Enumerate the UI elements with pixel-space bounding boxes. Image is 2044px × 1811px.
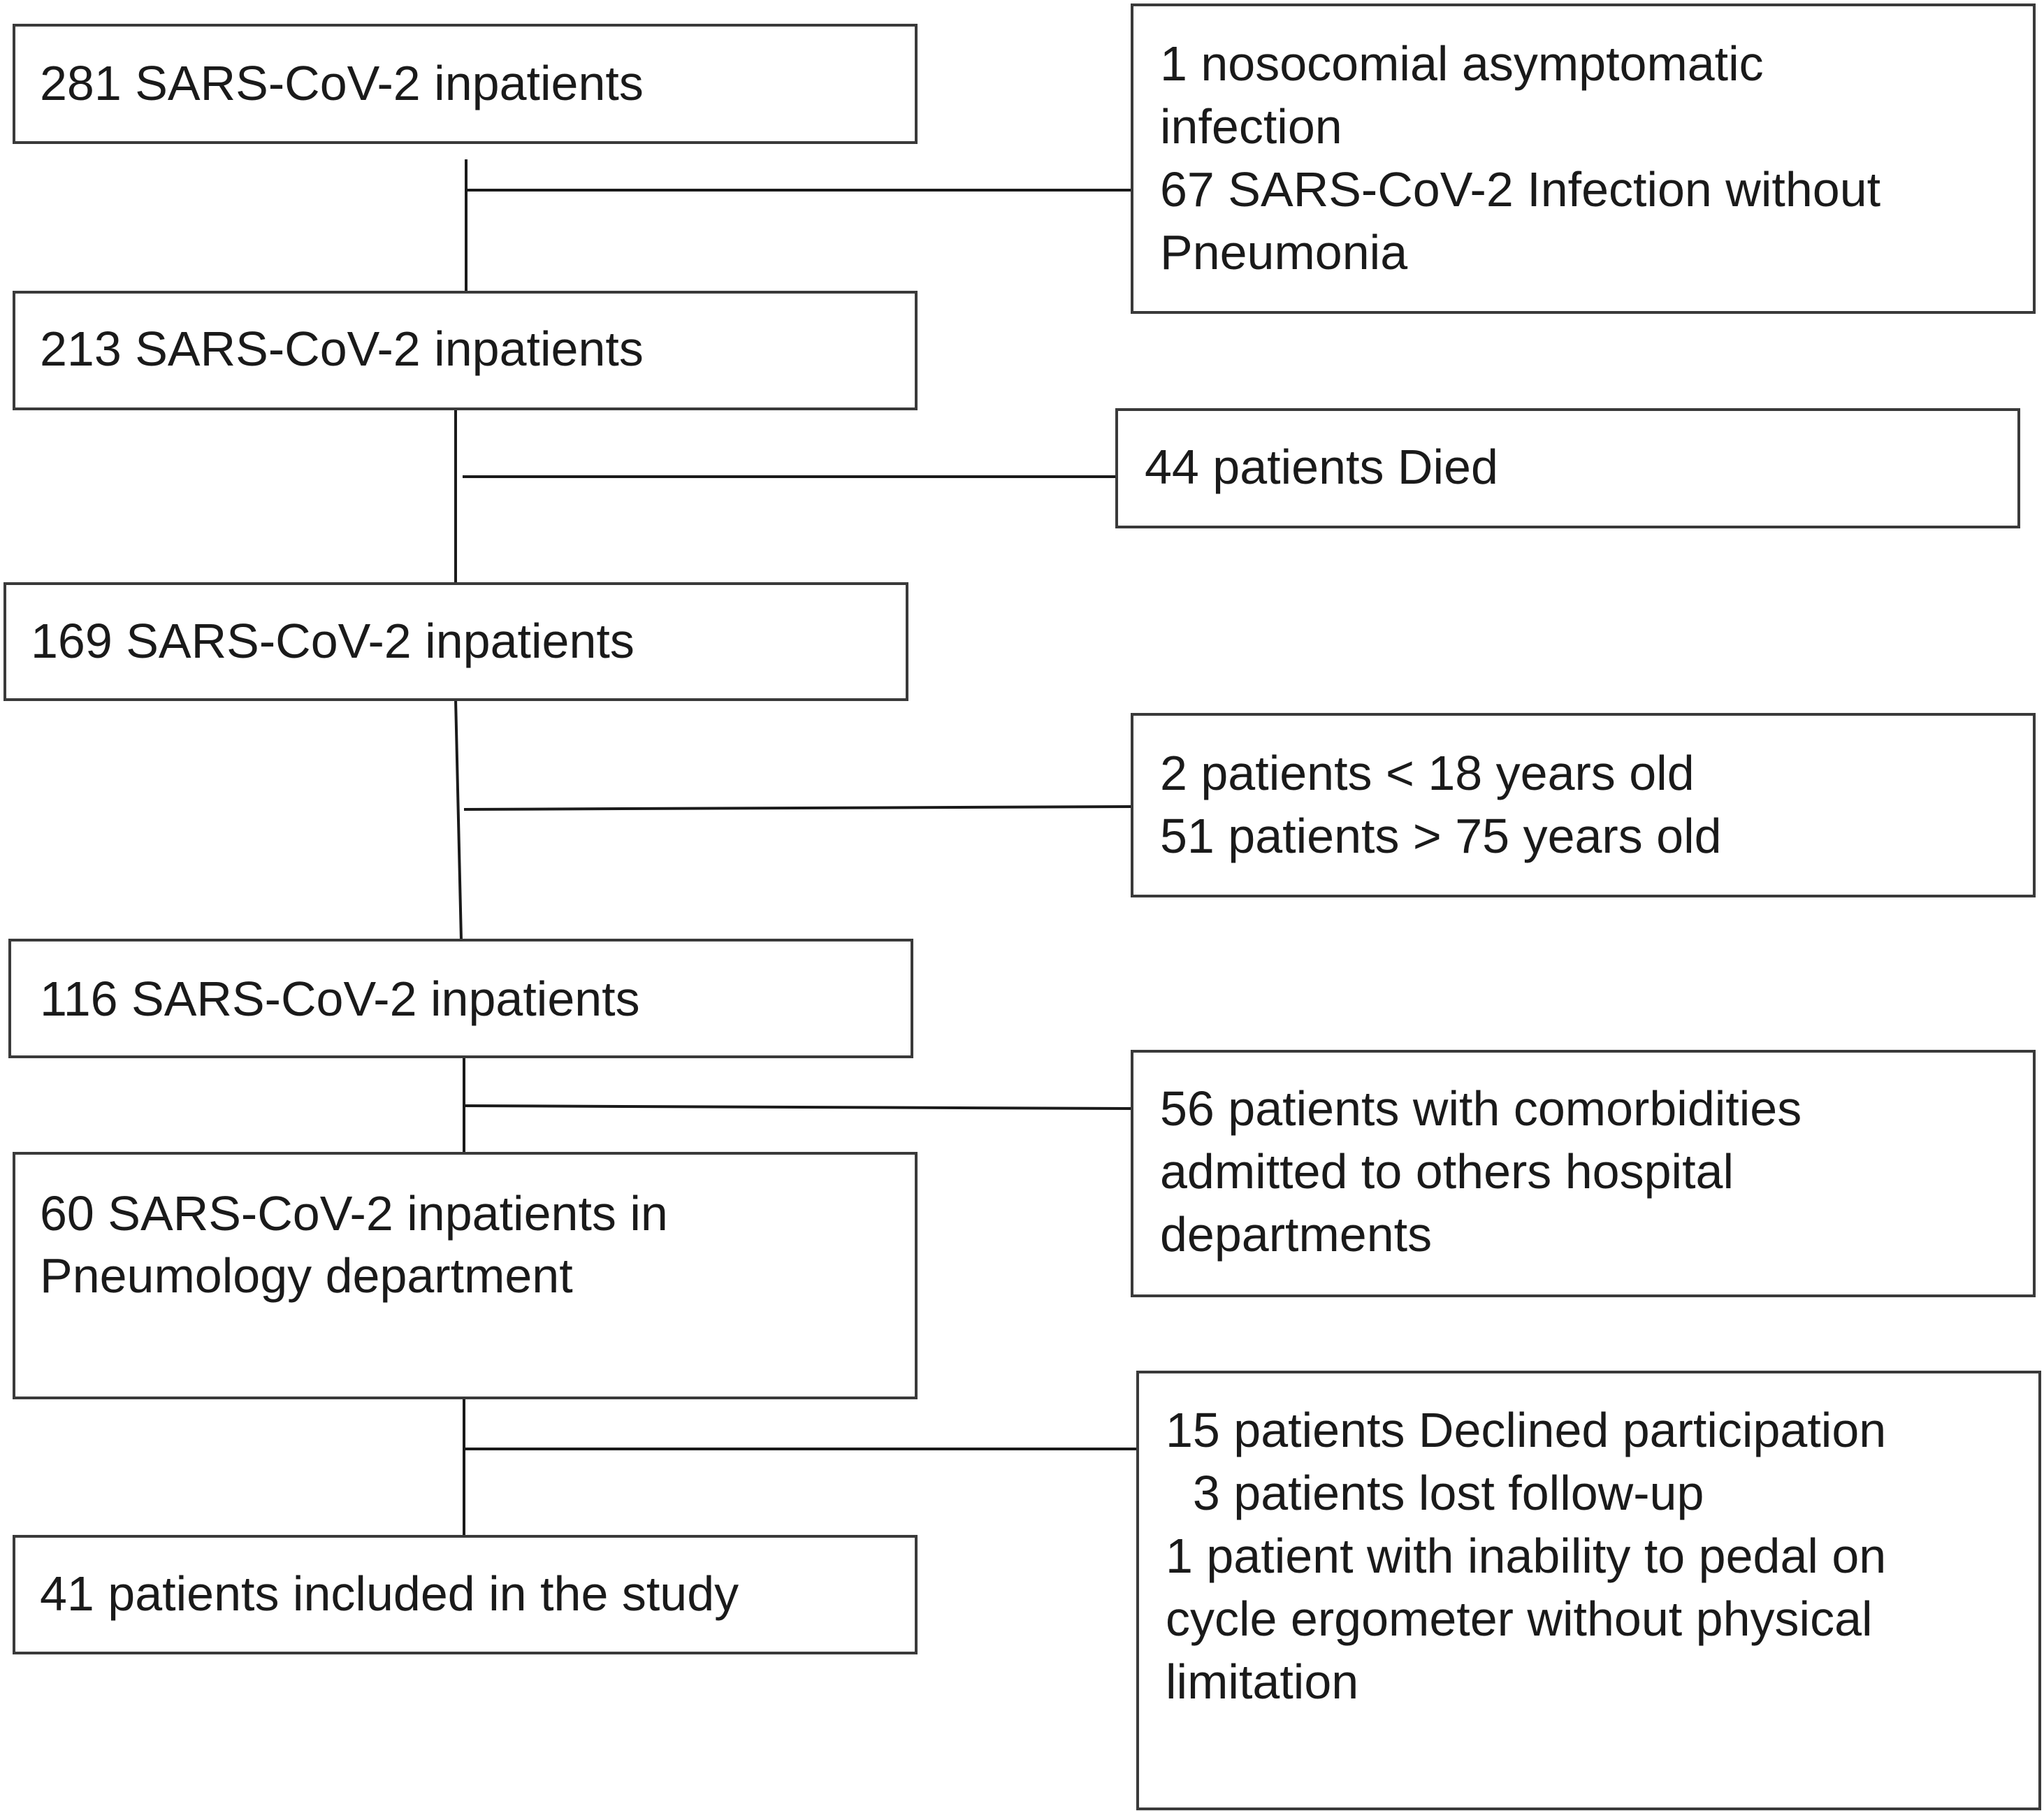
step-label: Pneumology department bbox=[40, 1248, 573, 1303]
svg-text:41 patients included in the st: 41 patients included in the study bbox=[40, 1566, 739, 1621]
svg-text:15 patients Declined participa: 15 patients Declined participation 3 pat… bbox=[1166, 1403, 2008, 1709]
step-box: 116 SARS-CoV-2 inpatients bbox=[8, 939, 913, 1058]
exclusion-label: 15 patients Declined participation bbox=[1166, 1403, 1886, 1457]
step-label: 41 patients included in the study bbox=[40, 1566, 739, 1621]
exclusion-label: admitted to others hospital bbox=[1160, 1144, 1734, 1199]
exclusions: 1 nosocomial asymptomatic infection 67 S… bbox=[1115, 3, 2041, 1810]
step-box: 169 SARS-CoV-2 inpatients bbox=[3, 582, 908, 701]
exclusion-label: 2 patients < 18 years old bbox=[1160, 746, 1695, 800]
svg-text:169 SARS-CoV-2 inpatients: 169 SARS-CoV-2 inpatients bbox=[31, 614, 635, 668]
svg-text:281 SARS-CoV-2 inpatients: 281 SARS-CoV-2 inpatients bbox=[40, 56, 644, 110]
step-box: 60 SARS-CoV-2 inpatients in Pneumology d… bbox=[13, 1152, 918, 1399]
step-label: 169 SARS-CoV-2 inpatients bbox=[31, 614, 635, 668]
exclusion-label: infection bbox=[1160, 99, 1342, 154]
svg-text:213 SARS-CoV-2 inpatients: 213 SARS-CoV-2 inpatients bbox=[40, 322, 644, 376]
step-label: 116 SARS-CoV-2 inpatients bbox=[40, 972, 640, 1026]
connectors bbox=[454, 159, 1138, 1536]
exclusion-label: 51 patients > 75 years old bbox=[1160, 809, 1722, 863]
exclusion-label: 44 patients Died bbox=[1145, 440, 1498, 494]
step-label: 213 SARS-CoV-2 inpatients bbox=[40, 322, 644, 376]
exclusion-label: limitation bbox=[1166, 1654, 1358, 1709]
step-box: 41 patients included in the study bbox=[13, 1535, 918, 1654]
svg-text:2 patients < 18 years old: 2 patients < 18 years old 51 patients > … bbox=[1160, 746, 1722, 863]
exclusion-label: 67 SARS-CoV-2 Infection without bbox=[1160, 162, 1880, 217]
exclusion-label: Pneumonia bbox=[1160, 225, 1407, 280]
exclusion-label: departments bbox=[1160, 1207, 1432, 1262]
svg-text:116 SARS-CoV-2 inpatients: 116 SARS-CoV-2 inpatients bbox=[40, 972, 640, 1026]
step-label: 281 SARS-CoV-2 inpatients bbox=[40, 56, 644, 110]
exclusion-box: 56 patients with comorbidities admitted … bbox=[1131, 1050, 2036, 1297]
svg-text:44 patients Died: 44 patients Died bbox=[1145, 440, 1498, 494]
exclusion-box: 44 patients Died bbox=[1115, 408, 2020, 528]
step-label: 60 SARS-CoV-2 inpatients in bbox=[40, 1186, 668, 1241]
svg-text:60 SARS-CoV-2 inpatients in: 60 SARS-CoV-2 inpatients in Pneumology d… bbox=[40, 1186, 681, 1303]
exclusion-label: cycle ergometer without physical bbox=[1166, 1592, 1873, 1646]
step-box: 213 SARS-CoV-2 inpatients bbox=[13, 291, 918, 410]
connector-h3 bbox=[463, 805, 1133, 811]
exclusion-label: 1 patient with inability to pedal on bbox=[1166, 1529, 1886, 1583]
exclusion-box: 15 patients Declined participation 3 pat… bbox=[1136, 1371, 2041, 1810]
exclusion-label: 3 patients lost follow-up bbox=[1166, 1466, 1704, 1520]
exclusion-box: 2 patients < 18 years old 51 patients > … bbox=[1131, 713, 2036, 897]
main-flow: 281 SARS-CoV-2 inpatients 213 SARS-CoV-2… bbox=[3, 24, 918, 1654]
svg-text:1 nosocomial asymptomatic: 1 nosocomial asymptomatic infection 67 S… bbox=[1160, 36, 1894, 280]
step-box: 281 SARS-CoV-2 inpatients bbox=[13, 24, 918, 144]
exclusion-label: 1 nosocomial asymptomatic bbox=[1160, 36, 1764, 91]
connector-v3 bbox=[454, 698, 463, 941]
exclusion-box: 1 nosocomial asymptomatic infection 67 S… bbox=[1131, 3, 2036, 314]
connector-h4 bbox=[463, 1104, 1133, 1110]
svg-text:56 patients with comorbidities: 56 patients with comorbidities admitted … bbox=[1160, 1081, 1815, 1262]
exclusion-label: 56 patients with comorbidities bbox=[1160, 1081, 1802, 1136]
